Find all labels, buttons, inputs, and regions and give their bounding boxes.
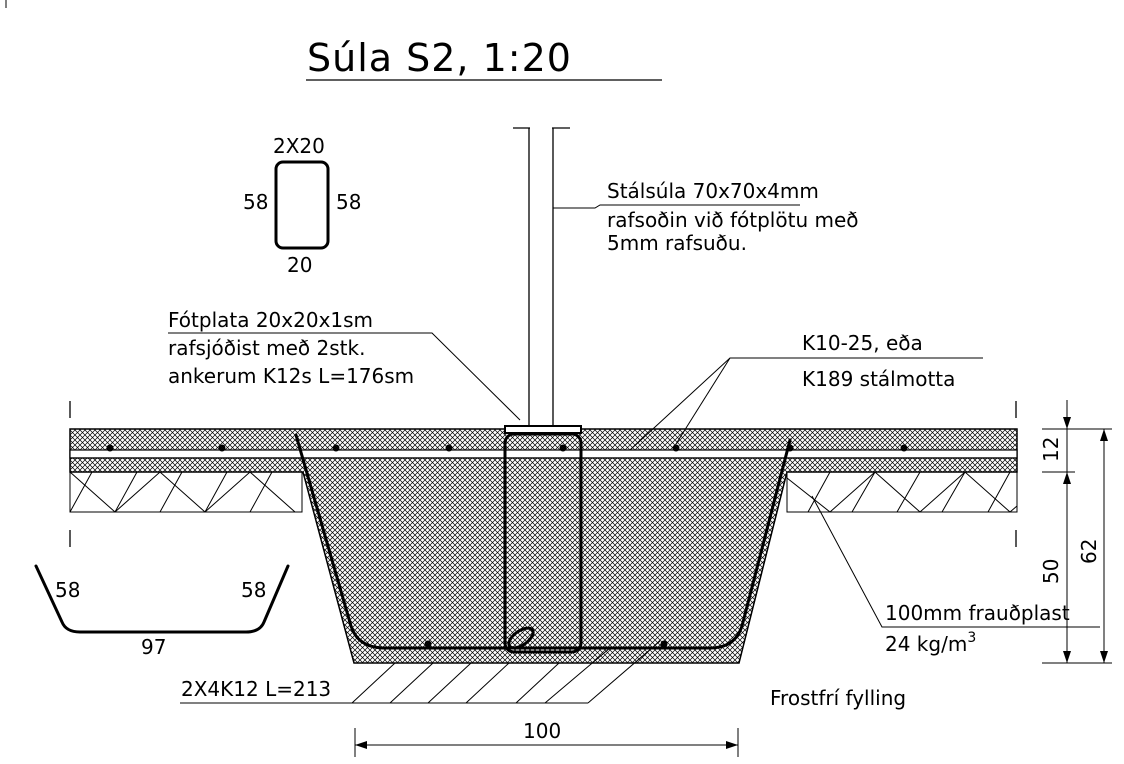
- column-note-line-1: Stálsúla 70x70x4mm: [607, 179, 819, 203]
- base-plate-note-line-1: Fótplata 20x20x1sm: [168, 308, 373, 332]
- insulation-layer: [69, 471, 1018, 513]
- bent-bar-left-label: 58: [55, 578, 80, 602]
- width-dimension: 100: [354, 719, 739, 757]
- base-plate-note-line-3: ankerum K12s L=176sm: [168, 364, 414, 388]
- stirrup-detail: 2X20 58 58 20: [243, 134, 361, 277]
- slab-dimension-label: 12: [1039, 437, 1063, 462]
- break-ticks: [69, 401, 1017, 547]
- bent-bar-right-label: 58: [241, 578, 266, 602]
- stirrup-right-label: 58: [336, 190, 361, 214]
- stirrup-bottom-label: 20: [287, 253, 312, 277]
- bent-bar-detail: 58 58 97: [34, 564, 290, 659]
- insulation-note-line-1: 100mm frauðplast: [885, 601, 1070, 625]
- fill-note: Frostfrí fylling: [770, 686, 906, 710]
- insulation-note-line-2: 24 kg/m3: [885, 630, 976, 656]
- width-dimension-label: 100: [523, 719, 561, 743]
- total-dimension-label: 62: [1077, 539, 1101, 564]
- column-note-line-3: 5mm rafsuðu.: [607, 231, 747, 255]
- rebar-dots: [106, 444, 908, 648]
- rebar-note-text: 2X4K12 L=213: [181, 677, 331, 701]
- mesh-note-line-2: K189 stálmotta: [802, 367, 955, 391]
- base-plate-note: Fótplata 20x20x1sm rafsjóðist með 2stk. …: [168, 308, 521, 421]
- insulation-unit: 24 kg/m: [885, 632, 967, 656]
- column-note: Stálsúla 70x70x4mm rafsoðin við fótplötu…: [553, 179, 859, 255]
- insulation-unit-exponent: 3: [967, 630, 976, 646]
- bent-bar-bottom-label: 97: [141, 635, 166, 659]
- base-plate: [504, 425, 582, 434]
- stirrup-top-label: 2X20: [273, 134, 325, 158]
- stirrup-shape: [274, 160, 330, 250]
- steel-column: [504, 127, 582, 434]
- mesh-note-line-1: K10-25, eða: [802, 331, 923, 355]
- drawing-title: Súla S2, 1:20: [307, 36, 572, 80]
- concrete-slab-and-footing: [69, 428, 1018, 664]
- insulation-note: 100mm frauðplast 24 kg/m3: [811, 495, 1100, 656]
- mesh-note: K10-25, eða K189 stálmotta: [629, 331, 983, 451]
- footing-rebar: [294, 433, 792, 650]
- base-plate-note-line-2: rafsjóðist með 2stk.: [168, 336, 365, 360]
- rebar-note: 2X4K12 L=213: [180, 640, 661, 704]
- stirrup-hook: [507, 626, 535, 650]
- bent-bar-shape: [34, 564, 290, 634]
- height-dimensions: 12 50 62: [1039, 400, 1112, 664]
- column-note-line-2: rafsoðin við fótplötu með: [607, 208, 859, 232]
- stirrup-left-label: 58: [243, 190, 268, 214]
- slab-mid-band: [69, 449, 1018, 459]
- insulation-dimension-label: 50: [1039, 559, 1063, 584]
